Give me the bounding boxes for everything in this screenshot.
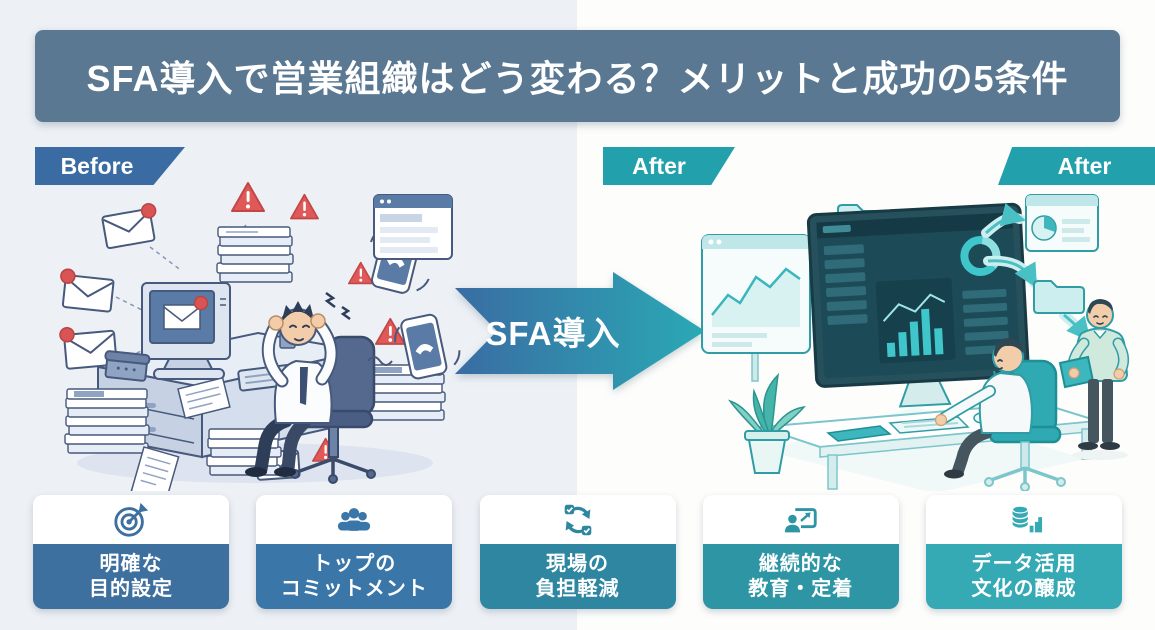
card-clear-goal: 明確な 目的設定 [33,495,229,609]
warning-triangle-icon [375,317,406,345]
alert-badge [193,295,209,311]
card-continuous-training: 継続的な 教育・定着 [702,495,899,609]
warning-triangle-icon [348,261,374,285]
card-data-culture: データ活用 文化の醸成 [926,495,1122,609]
presentation-icon [782,501,820,539]
stress-bolt [340,305,351,321]
folder-icon [1033,280,1085,314]
envelope-icon [101,203,157,250]
title-banner: SFA導入で営業組織はどう変わる？メリットと成功の5条件 [35,30,1120,122]
success-factor-cards: 明確な 目的設定 トップの コミットメント [33,495,1122,609]
card-label: トップの コミットメント [256,544,453,609]
card-icon-area [256,495,453,544]
card-line: 明確な [99,552,163,575]
paper-stack [64,388,150,454]
target-icon [112,501,150,539]
stressed-worker [245,291,351,477]
squiggle [367,356,393,366]
card-icon-area [33,495,229,544]
before-illustration [50,175,462,491]
card-top-commitment: トップの コミットメント [256,495,453,609]
loose-paper [177,376,231,420]
after-scene-svg [701,194,1129,491]
crt-monitor [141,282,231,380]
sync-check-icon [559,501,597,539]
card-line: コミットメント [280,577,428,600]
desk-phone [104,350,151,382]
dashboard-sidebar [823,244,868,326]
people-icon [335,501,373,539]
warning-triangle-icon [290,193,319,220]
before-scene-svg [59,182,461,491]
dashboard-monitor [806,202,1030,408]
bar-chart [886,308,944,358]
arrow-shape [455,272,705,390]
after-label-left: After [603,147,735,185]
card-line: 目的設定 [89,577,173,600]
sfa-arrow: SFA導入 [455,272,705,390]
analytics-window [701,234,811,382]
card-line: データ活用 [971,552,1077,575]
card-icon-area [479,495,676,544]
loose-paper [130,446,180,491]
pie-report-window [1025,194,1099,252]
card-line: 教育・定着 [748,577,854,600]
card-label: 継続的な 教育・定着 [702,544,899,609]
arrow-label: SFA導入 [485,315,621,352]
card-label: データ活用 文化の醸成 [926,544,1122,609]
notebook [826,425,892,442]
card-icon-area [702,495,899,544]
page-title: SFA導入で営業組織はどう変わる？メリットと成功の5条件 [86,58,1069,99]
card-label: 現場の 負担軽減 [479,544,676,609]
card-line: 文化の醸成 [971,577,1077,600]
browser-window [373,194,453,260]
card-line: トップの [312,552,397,575]
paper-stack [216,226,294,283]
plant [727,372,806,474]
card-label: 明確な 目的設定 [33,544,229,609]
after-label-right: After [998,147,1155,185]
connector-lines [113,224,247,362]
paper-stack [358,364,446,421]
line-chart [882,293,946,322]
card-line: 負担軽減 [535,577,620,600]
card-icon-area [926,495,1122,544]
card-line: 継続的な [758,552,843,575]
warning-triangle-icon [231,182,265,212]
envelope-icon [59,326,118,370]
standing-manager [1058,299,1129,460]
data-flow-arrows [981,202,1092,342]
card-line: 現場の [546,552,609,575]
card-field-burden-reduction: 現場の 負担軽減 [479,495,676,609]
stress-bolt [324,291,336,308]
envelope-icon [60,268,115,313]
smartphone-icon [394,313,461,380]
after-illustration [690,175,1137,491]
seated-worker [934,338,1033,479]
database-chart-icon [1005,501,1043,539]
